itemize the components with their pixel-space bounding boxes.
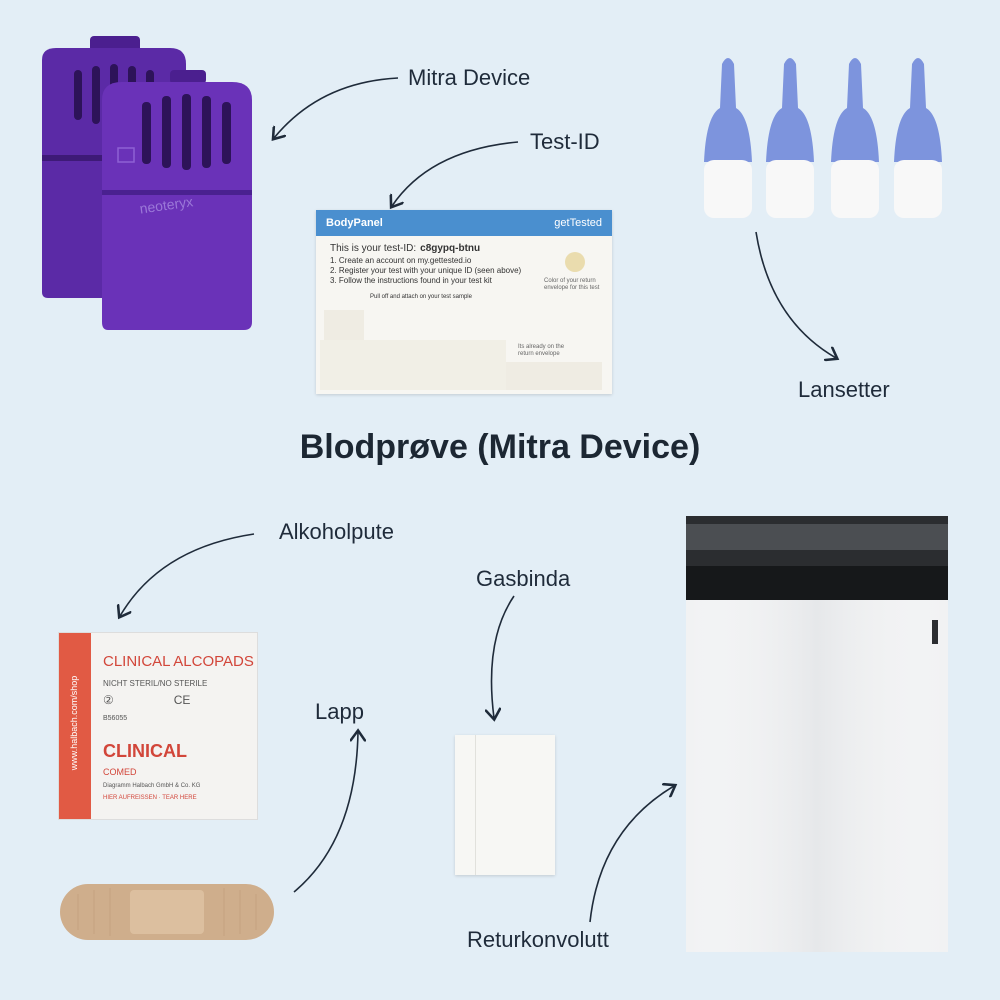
label-gasbinda: Gasbinda — [476, 566, 571, 591]
arrow-alkoholpute — [120, 533, 255, 616]
label-mitra-device: Mitra Device — [408, 65, 531, 90]
arrow-test-id — [392, 141, 519, 206]
card-envelope-note: Its already on the return envelope — [518, 344, 565, 357]
card-header: BodyPanel getTested — [316, 210, 612, 236]
lancets-image — [704, 58, 942, 218]
card-color-note: Color of your return envelope for this t… — [544, 278, 600, 291]
pad-ref: B56055 — [103, 715, 128, 722]
arrow-returkonvolutt — [589, 786, 674, 923]
card-peel-note: Pull off and attach on your test sample — [370, 294, 472, 300]
arrow-gasbinda — [492, 595, 515, 718]
arrow-lapp — [293, 732, 358, 893]
mitra-device-front: neoteryx — [102, 70, 252, 330]
pad-ce-mark: ② CE — [103, 693, 191, 707]
card-id-value: c8gypq-btnu — [420, 243, 481, 254]
label-alkoholpute: Alkoholpute — [279, 519, 394, 544]
test-id-card: BodyPanel getTested This is your test-ID… — [316, 210, 612, 394]
card-sticker-slot — [324, 310, 364, 340]
pad-sterile: NICHT STERIL/NO STERILE — [103, 679, 208, 688]
card-step: 1. Create an account on my.gettested.io — [330, 256, 472, 265]
label-lansetter: Lansetter — [798, 377, 890, 402]
label-test-id: Test-ID — [530, 129, 600, 154]
pad-title: CLINICAL ALCOPADS — [103, 653, 254, 670]
mitra-brand-text: neoteryx — [139, 193, 194, 216]
card-steps: 1. Create an account on my.gettested.io … — [330, 256, 598, 286]
label-lapp: Lapp — [315, 699, 364, 724]
card-brand: BodyPanel — [326, 217, 383, 229]
label-returkonvolutt: Returkonvolutt — [467, 927, 609, 952]
arrow-lansetter — [755, 231, 836, 358]
card-step: 2. Register your test with your unique I… — [330, 266, 522, 275]
plaster-image — [60, 884, 274, 940]
pad-maker: Diagramm Halbach GmbH & Co. KG — [103, 783, 201, 789]
card-envelope-slot — [506, 362, 602, 390]
pad-side-stripe: www.halbach.com/shop — [59, 633, 91, 819]
alcohol-pad-image: www.halbach.com/shop CLINICAL ALCOPADS N… — [58, 632, 258, 820]
mitra-device-image: neoteryx — [42, 36, 252, 330]
card-partner: getTested — [554, 217, 602, 229]
page-title: Blodprøve (Mitra Device) — [299, 428, 701, 466]
pad-brand: CLINICAL — [103, 741, 187, 761]
card-step: 3. Follow the instructions found in your… — [330, 276, 492, 285]
pad-sub: COMED — [103, 767, 137, 777]
envelope-color-dot — [565, 252, 585, 272]
gauze-image — [455, 735, 555, 875]
pad-tear: HIER AUFREISSEN · TEAR HERE — [103, 795, 197, 801]
card-sticker-area — [320, 340, 506, 390]
card-id-line: This is your test-ID:c8gypq-btnu — [330, 244, 598, 254]
return-envelope-image — [686, 516, 948, 952]
card-id-prompt: This is your test-ID: — [330, 243, 417, 254]
arrow-mitra — [274, 77, 399, 138]
